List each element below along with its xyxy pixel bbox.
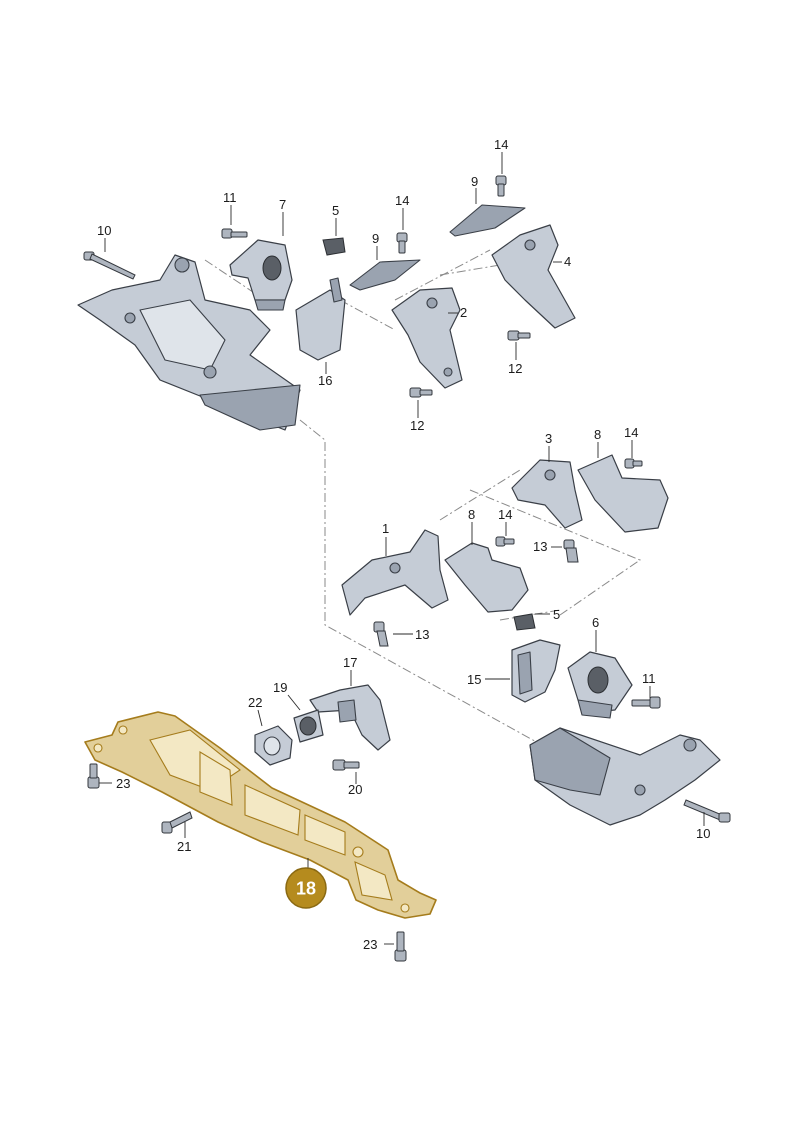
label-8-lower: 8 (468, 507, 475, 522)
bracket-16 (295, 277, 346, 361)
bracket-3 (511, 459, 583, 529)
label-4: 4 (564, 254, 571, 269)
label-6: 6 (592, 615, 599, 630)
label-23-lower: 23 (363, 937, 377, 952)
bracket-17 (309, 684, 391, 751)
part-number-labels: 10 11 7 5 14 9 14 9 4 2 16 12 12 3 8 14 … (97, 137, 710, 952)
bolt-12-lower (409, 387, 433, 398)
bolt-23-lower (394, 931, 407, 962)
bracket-1 (341, 529, 449, 616)
label-20: 20 (348, 782, 362, 797)
part-18-badge[interactable]: 18 (285, 867, 327, 909)
label-14-left: 14 (395, 193, 409, 208)
badge-circle (285, 867, 327, 909)
subframe-upper-left (77, 254, 301, 431)
label-21: 21 (177, 839, 191, 854)
bump-stop-5-upper (322, 237, 346, 256)
label-11-lower: 11 (642, 671, 656, 686)
subframe-lower-right (529, 727, 721, 826)
heat-shield-8-lower (444, 542, 529, 613)
bolt-13-lower (373, 621, 389, 647)
label-13-lower: 13 (415, 627, 429, 642)
bolt-11-lower (631, 696, 661, 709)
label-10-upper: 10 (97, 223, 111, 238)
label-13-upper: 13 (533, 539, 547, 554)
label-1: 1 (382, 521, 389, 536)
label-22: 22 (248, 695, 262, 710)
engine-mount-7 (229, 239, 293, 311)
bracket-15 (511, 639, 561, 703)
label-17: 17 (343, 655, 357, 670)
bracket-2 (391, 287, 463, 389)
crossmember-18-highlighted (84, 711, 437, 919)
heat-shield-8-upper (577, 454, 669, 533)
bolt-12-upper (507, 330, 531, 341)
bump-stop-5-lower (513, 613, 536, 631)
label-16: 16 (318, 373, 332, 388)
label-14-mid: 14 (498, 507, 512, 522)
bolt-11-upper (221, 228, 248, 239)
label-5-upper: 5 (332, 203, 339, 218)
label-14-top: 14 (494, 137, 508, 152)
bracket-4 (491, 224, 576, 329)
bushing-19 (293, 709, 324, 743)
engine-mount-6 (567, 651, 633, 719)
label-12-lower: 12 (410, 418, 424, 433)
bolt-14-left (396, 232, 408, 254)
leader-lines (99, 152, 705, 945)
label-23-upper: 23 (116, 776, 130, 791)
label-19: 19 (273, 680, 287, 695)
heat-shield-9-right (449, 204, 526, 237)
bolt-14-mid-right (624, 458, 643, 469)
label-14-mid-right: 14 (624, 425, 638, 440)
heat-shield-9-left (349, 259, 421, 291)
badge-label: 18 (296, 879, 316, 899)
bolt-14-mid (495, 536, 515, 547)
label-8-upper: 8 (594, 427, 601, 442)
label-11-upper: 11 (223, 190, 237, 205)
label-7: 7 (279, 197, 286, 212)
bolt-14-top (495, 175, 507, 197)
plate-22 (254, 725, 293, 766)
label-10-lower: 10 (696, 826, 710, 841)
bolt-21 (161, 811, 193, 834)
label-15: 15 (467, 672, 481, 687)
label-5-lower: 5 (553, 607, 560, 622)
bolt-23-upper (87, 763, 100, 789)
label-9-right: 9 (471, 174, 478, 189)
bolt-10-lower (683, 799, 731, 823)
label-9-left: 9 (372, 231, 379, 246)
label-12-upper: 12 (508, 361, 522, 376)
bolt-10-upper (83, 251, 136, 280)
label-3: 3 (545, 431, 552, 446)
bolt-13-upper (563, 539, 579, 563)
label-2: 2 (460, 305, 467, 320)
bolt-20 (332, 759, 360, 771)
